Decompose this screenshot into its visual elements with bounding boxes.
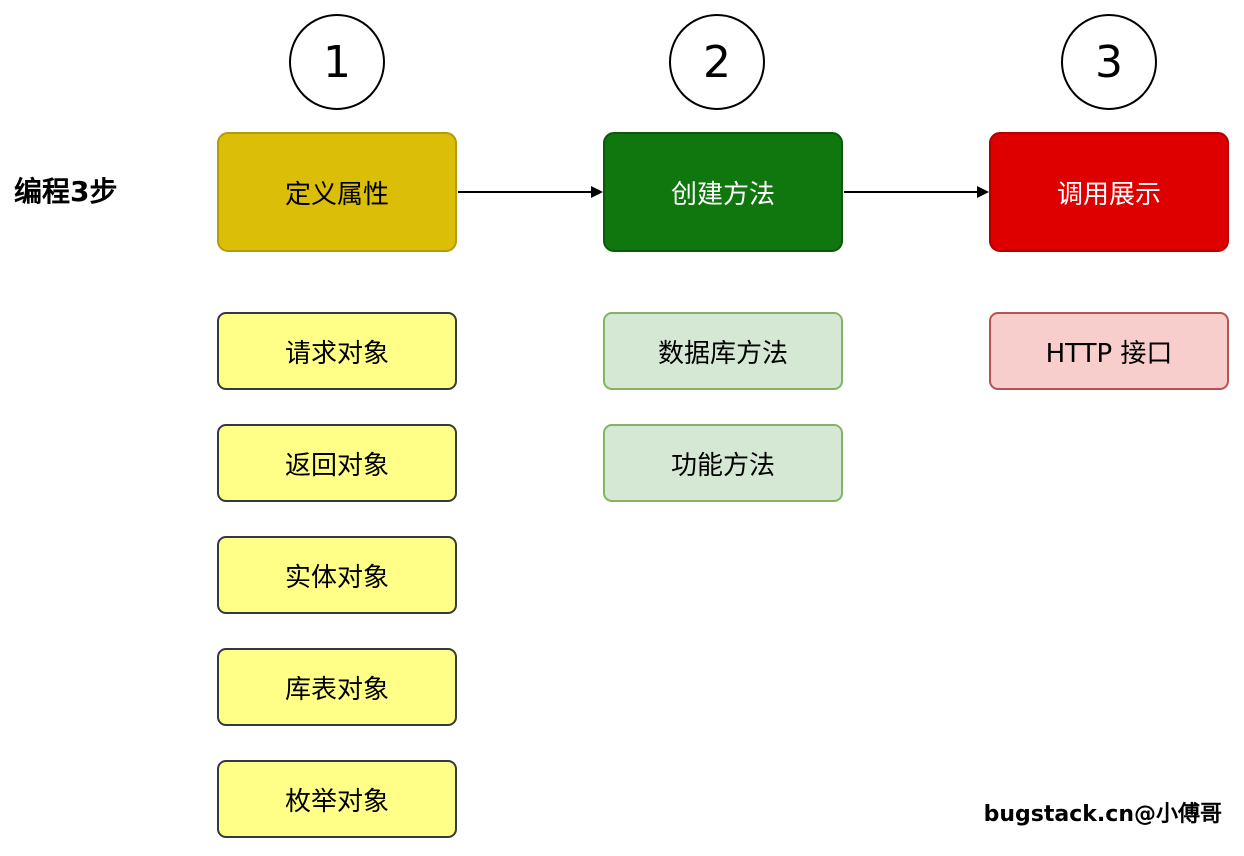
step-2-box: 创建方法	[603, 132, 843, 252]
step-2-number-circle: 2	[669, 14, 765, 110]
step-1-item-entity-object: 实体对象	[217, 536, 457, 614]
step-3-item-http-interface: HTTP 接口	[989, 312, 1229, 390]
step-1-item-request-object: 请求对象	[217, 312, 457, 390]
step-1-box: 定义属性	[217, 132, 457, 252]
step-1-number-circle: 1	[289, 14, 385, 110]
step-3-box: 调用展示	[989, 132, 1229, 252]
step-2-item-function-method: 功能方法	[603, 424, 843, 502]
diagram-title: 编程3步	[14, 175, 118, 208]
watermark: bugstack.cn@小傅哥	[983, 802, 1222, 827]
step-2-item-database-method: 数据库方法	[603, 312, 843, 390]
step-1-item-response-object: 返回对象	[217, 424, 457, 502]
step-3-number-circle: 3	[1061, 14, 1157, 110]
step-1-item-table-object: 库表对象	[217, 648, 457, 726]
step-1-item-enum-object: 枚举对象	[217, 760, 457, 838]
